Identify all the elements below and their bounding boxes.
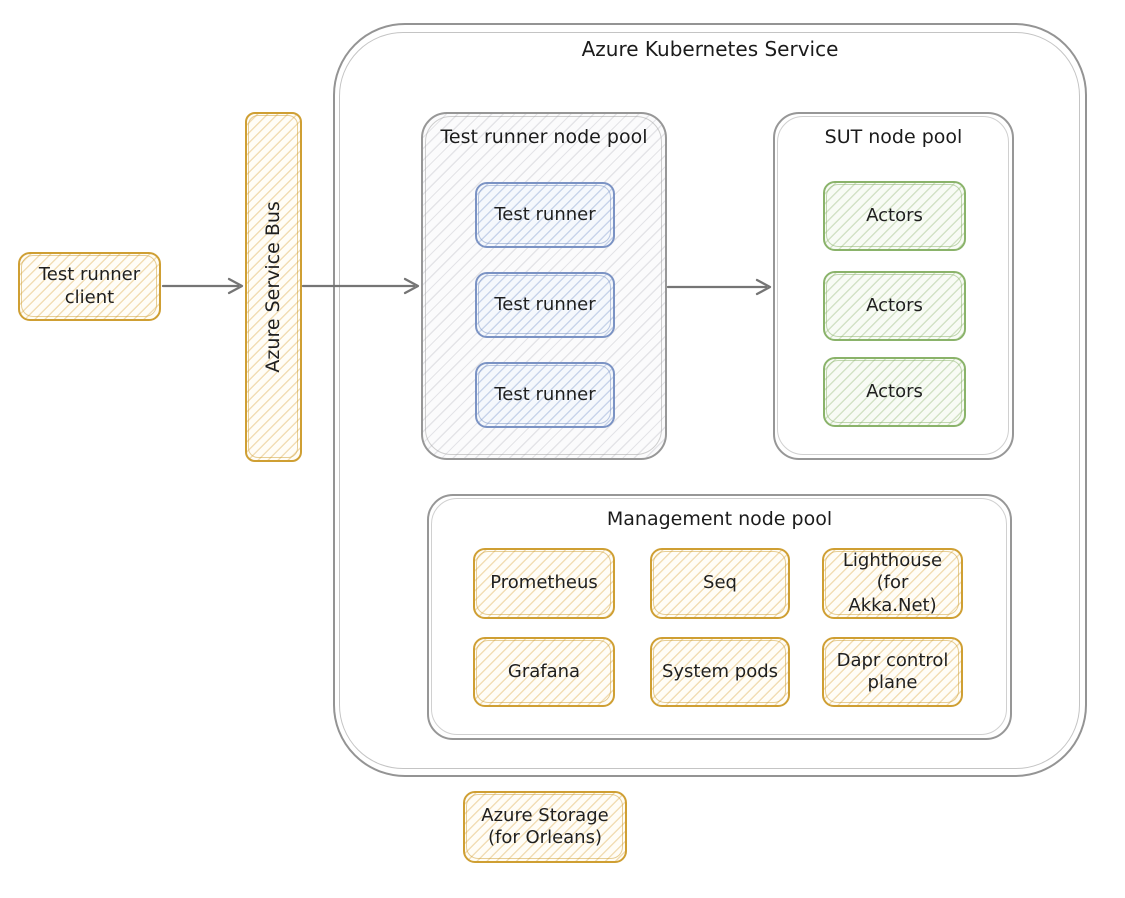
test-runner-node-2: Test runner [475,272,615,338]
actors-label-1: Actors [866,204,923,226]
prometheus-node: Prometheus [473,548,615,619]
aks-title: Azure Kubernetes Service [581,37,839,61]
management-pool-title: Management node pool [606,508,833,530]
grafana-node: Grafana [473,637,615,707]
prometheus-label: Prometheus [490,572,598,594]
azure-storage-label: Azure Storage (for Orleans) [481,804,609,849]
actors-node-2: Actors [823,271,966,341]
actors-label-2: Actors [866,294,923,316]
sut-pool-title: SUT node pool [824,126,963,148]
dapr-control-plane-node: Dapr control plane [822,637,963,707]
test-runner-node-3: Test runner [475,362,615,428]
lighthouse-node: Lighthouse (for Akka.Net) [822,548,963,619]
system-pods-node: System pods [650,637,790,707]
azure-storage-node: Azure Storage (for Orleans) [463,791,627,863]
seq-label: Seq [703,572,737,594]
test-runner-label-2: Test runner [494,293,596,315]
test-runner-client-node: Test runner client [18,252,161,321]
test-runner-client-label: Test runner client [38,264,141,308]
system-pods-label: System pods [661,660,779,682]
actors-node-3: Actors [823,357,966,427]
test-runner-pool-title: Test runner node pool [440,126,648,148]
actors-node-1: Actors [823,181,966,251]
lighthouse-label: Lighthouse (for Akka.Net) [842,549,943,616]
aks-container: Azure Kubernetes Service [333,23,1087,777]
seq-node: Seq [650,548,790,619]
grafana-label: Grafana [507,660,581,682]
azure-service-bus-node: Azure Service Bus [245,112,302,462]
actors-label-3: Actors [866,380,923,402]
test-runner-node-1: Test runner [475,182,615,248]
test-runner-label-1: Test runner [494,203,596,225]
dapr-control-plane-label: Dapr control plane [836,649,949,694]
test-runner-label-3: Test runner [494,383,596,405]
arrow-client-to-service-bus [161,277,244,295]
azure-service-bus-label: Azure Service Bus [261,201,284,373]
